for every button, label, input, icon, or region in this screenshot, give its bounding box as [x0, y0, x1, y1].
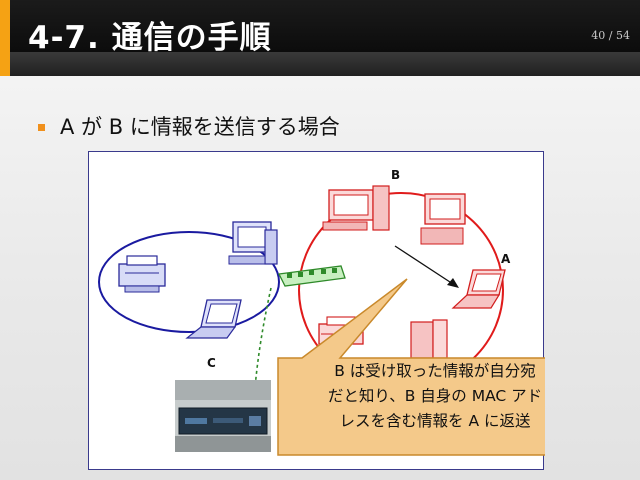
device-c-photo	[175, 380, 271, 452]
label-a: A	[501, 252, 511, 266]
callout-line: だと知り、B 自身の MAC アド	[327, 387, 543, 405]
network-diagram: B A C	[88, 151, 545, 470]
transmission-arrow-head	[447, 278, 459, 288]
label-c: C	[207, 356, 216, 370]
left-network-ring	[98, 231, 280, 333]
bullet-text: A が B に情報を送信する場合	[60, 115, 340, 139]
dotted-link-to-c	[254, 287, 272, 389]
page-number: 40 / 54	[591, 29, 630, 42]
slide-header: 4-7. 通信の手順 40 / 54	[0, 0, 640, 76]
red-desktop-icon	[420, 193, 466, 245]
red-desktop-lower-icon	[410, 319, 448, 359]
red-laptop-a-icon	[451, 269, 506, 309]
callout-text: B は受け取った情報が自分宛 だと知り、B 自身の MAC アド レスを含む情報…	[285, 359, 585, 434]
bullet-icon	[38, 124, 45, 131]
callout-line: レスを含む情報を A に返送	[339, 412, 531, 430]
callout-line: B は受け取った情報が自分宛	[334, 362, 536, 380]
blue-desktop-icon	[228, 221, 278, 265]
blue-laptop-icon	[185, 299, 242, 339]
header-strip	[10, 52, 640, 76]
label-b: B	[391, 168, 401, 182]
network-diagram-drawing	[98, 185, 545, 456]
blue-printer-icon	[118, 255, 166, 293]
transmission-arrow	[394, 245, 454, 285]
switch-icon	[278, 265, 346, 287]
callout-bubble	[277, 278, 545, 456]
header-accent-bar	[0, 0, 10, 76]
slide-title: 4-7. 通信の手順	[28, 20, 272, 56]
red-desktop-b-icon	[322, 185, 390, 231]
